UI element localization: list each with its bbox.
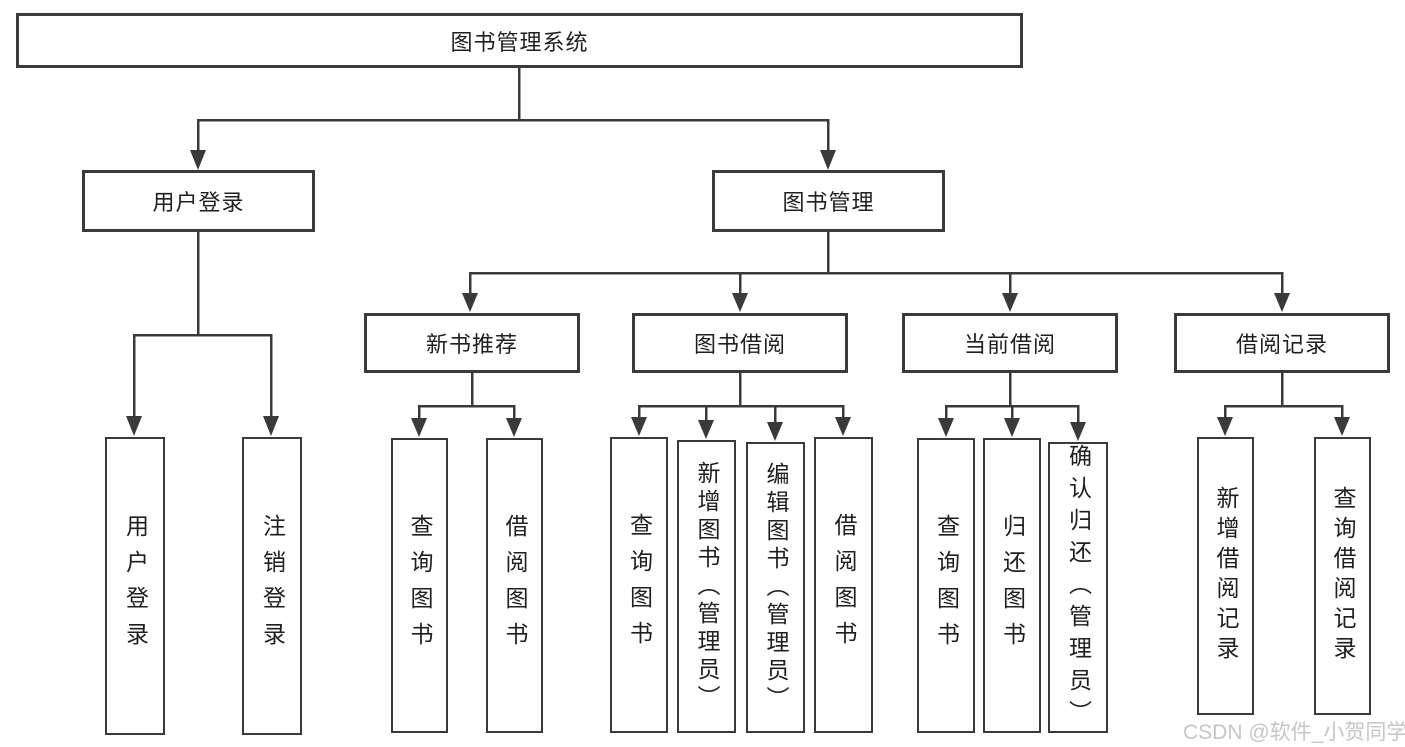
leaf-query-books-current-label: 查询图书 (933, 513, 960, 658)
leaf-edit-books-admin-label: 编辑图书（管理员） (763, 461, 789, 714)
leaf-borrow-books-recommend: 借阅图书 (486, 438, 543, 733)
root-node-label: 图书管理系统 (450, 29, 589, 55)
leaf-add-books-admin: 新增图书（管理员） (677, 440, 736, 733)
root-node-library-management-system: 图书管理系统 (16, 13, 1023, 68)
leaf-return-books-label: 归还图书 (999, 513, 1026, 658)
leaf-query-books-borrow-label: 查询图书 (626, 513, 653, 657)
node-current-borrow: 当前借阅 (902, 313, 1118, 373)
node-user-login: 用户登录 (82, 170, 315, 232)
node-book-management-label: 图书管理 (782, 190, 875, 215)
leaf-user-login: 用户登录 (105, 437, 165, 735)
leaf-query-books-current: 查询图书 (917, 438, 975, 733)
leaf-query-books-recommend: 查询图书 (391, 438, 448, 733)
node-book-borrow-label: 图书借阅 (693, 332, 786, 357)
leaf-user-login-label: 用户登录 (122, 514, 149, 658)
node-book-management: 图书管理 (712, 170, 945, 232)
csdn-watermark: CSDN @软件_小贺同学 (1183, 721, 1405, 744)
leaf-query-books-recommend-label: 查询图书 (407, 513, 433, 658)
leaf-borrow-books-label: 借阅图书 (831, 513, 857, 657)
leaf-query-borrow-record: 查询借阅记录 (1314, 437, 1371, 715)
leaf-add-books-admin-label: 新增图书（管理员） (694, 460, 720, 713)
node-current-borrow-label: 当前借阅 (963, 332, 1056, 357)
leaf-return-books: 归还图书 (983, 438, 1041, 733)
leaf-add-borrow-record-label: 新增借阅记录 (1213, 486, 1239, 666)
leaf-edit-books-admin: 编辑图书（管理员） (746, 442, 805, 733)
arrowheads (126, 150, 1350, 441)
leaf-query-books-borrow: 查询图书 (610, 437, 668, 733)
node-borrow-records: 借阅记录 (1174, 313, 1390, 373)
node-new-book-recommend-label: 新书推荐 (425, 332, 518, 357)
node-book-borrow: 图书借阅 (632, 313, 848, 373)
node-user-login-label: 用户登录 (152, 190, 245, 215)
leaf-logout: 注销登录 (242, 437, 302, 735)
leaf-borrow-books: 借阅图书 (814, 437, 873, 733)
leaf-confirm-return-admin-label: 确认归还（管理员） (1065, 444, 1092, 732)
node-borrow-records-label: 借阅记录 (1235, 332, 1328, 357)
leaf-borrow-books-recommend-label: 借阅图书 (502, 513, 528, 658)
node-new-book-recommend: 新书推荐 (364, 313, 580, 373)
leaf-confirm-return-admin: 确认归还（管理员） (1048, 442, 1108, 733)
leaf-add-borrow-record: 新增借阅记录 (1197, 437, 1254, 715)
leaf-query-borrow-record-label: 查询借阅记录 (1330, 486, 1356, 666)
leaf-logout-label: 注销登录 (259, 514, 286, 658)
